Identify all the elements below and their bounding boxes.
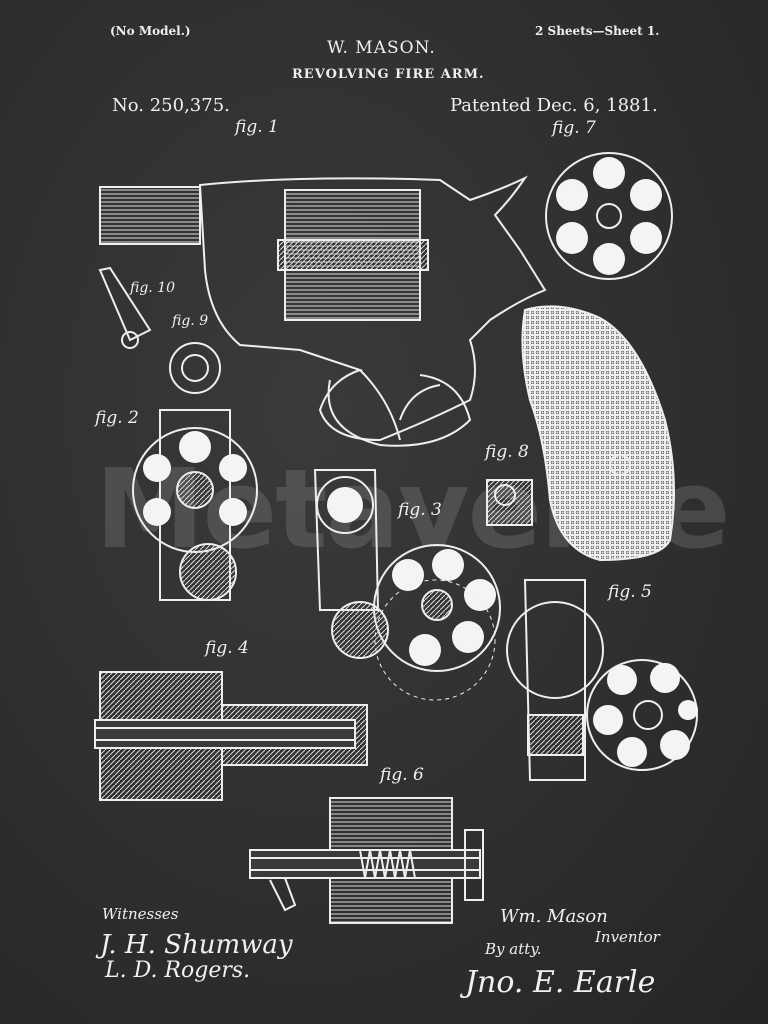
no-model-label: (No Model.) — [110, 24, 191, 38]
cylinder-fig7 — [545, 152, 673, 280]
fig5-label: fig. 5 — [608, 582, 652, 602]
section-fig4 — [94, 671, 368, 801]
fig2-label: fig. 2 — [95, 408, 139, 428]
inventor-label: Inventor — [595, 928, 660, 946]
witnesses-label: Witnesses — [102, 905, 179, 923]
inventor-name: W. MASON. — [327, 38, 436, 58]
fig10-label: fig. 10 — [130, 280, 176, 296]
fig8-label: fig. 8 — [485, 442, 529, 462]
cylinder-fig3 — [313, 469, 501, 701]
attorney-label: By atty. — [485, 940, 542, 958]
fig1-label: fig. 1 — [235, 117, 279, 137]
witness1-signature: J. H. Shumway — [100, 930, 293, 960]
cylinder-fig2 — [132, 409, 258, 601]
fig4-label: fig. 4 — [205, 638, 249, 658]
fig9-label: fig. 9 — [172, 313, 209, 329]
revolver-fig1 — [98, 175, 675, 562]
ratchet-fig9 — [169, 342, 221, 394]
patent-title: REVOLVING FIRE ARM. — [292, 67, 485, 82]
fig6-label: fig. 6 — [380, 765, 424, 785]
attorney-signature: Jno. E. Earle — [465, 965, 656, 1000]
part-fig8 — [486, 479, 533, 526]
section-fig6 — [249, 797, 484, 924]
patent-date: Patented Dec. 6, 1881. — [450, 95, 658, 116]
sheets-label: 2 Sheets—Sheet 1. — [535, 24, 660, 38]
fig3-label: fig. 3 — [398, 500, 442, 520]
inventor-signature: Wm. Mason — [500, 906, 608, 927]
patent-number: No. 250,375. — [112, 95, 230, 116]
fig7-label: fig. 7 — [552, 118, 596, 138]
frame-fig5 — [506, 579, 698, 781]
witness2-signature: L. D. Rogers. — [105, 958, 251, 983]
